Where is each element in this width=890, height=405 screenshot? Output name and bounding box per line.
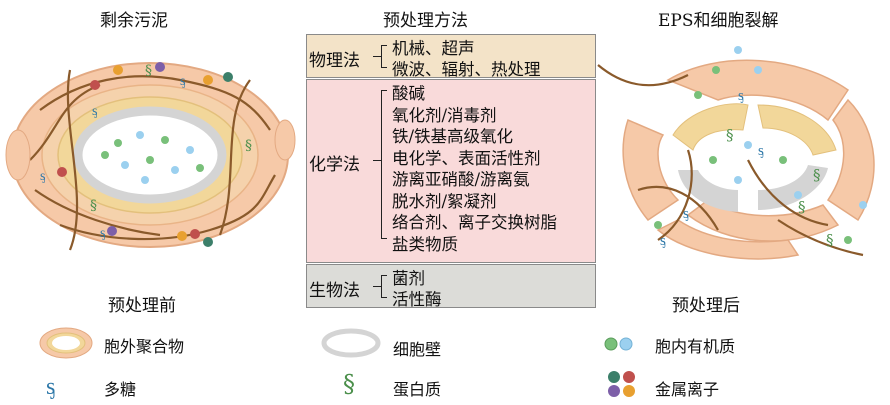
biological-bracket bbox=[381, 275, 382, 297]
metal-ions-icon bbox=[608, 371, 635, 397]
caption-before: 预处理前 bbox=[108, 296, 176, 316]
svg-text:ᶊ: ᶊ bbox=[660, 231, 666, 249]
chemical-item-6: 脱水剂/絮凝剂 bbox=[392, 191, 497, 211]
chemical-label: 化学法 bbox=[309, 155, 360, 175]
svg-text:ᶊ: ᶊ bbox=[758, 141, 764, 159]
svg-text:§: § bbox=[813, 166, 821, 184]
svg-text:ᶊ: ᶊ bbox=[100, 225, 105, 241]
chemical-item-4: 电化学、表面活性剂 bbox=[392, 148, 541, 168]
chemical-bracket-top bbox=[381, 90, 387, 91]
header-eps-lysis: EPS和细胞裂解 bbox=[658, 11, 779, 31]
physical-bracket bbox=[381, 45, 382, 67]
svg-text:§: § bbox=[343, 370, 355, 398]
legend-intracellular: 胞内有机质 bbox=[655, 337, 736, 356]
protein-icon: § bbox=[343, 370, 355, 398]
svg-text:§: § bbox=[245, 138, 252, 154]
biological-bracket-tick bbox=[373, 286, 381, 287]
svg-text:§: § bbox=[798, 198, 806, 216]
intracellular-dots bbox=[101, 131, 204, 184]
chemical-item-7: 络合剂、离子交换树脂 bbox=[392, 213, 557, 232]
biological-bracket-bottom bbox=[381, 297, 387, 298]
cell-wall-icon bbox=[321, 328, 381, 358]
chemical-item-5: 游离亚硝酸/游离氨 bbox=[392, 170, 530, 189]
legend-cell-wall: 细胞壁 bbox=[393, 340, 442, 359]
lysed-floc-illustration: ᶊ ᶊ ᶊ ᶊ § § § § bbox=[597, 46, 875, 260]
biological-item-1: 菌剂 bbox=[392, 269, 425, 288]
svg-text:ᶊ: ᶊ bbox=[180, 73, 185, 89]
chemical-item-8: 盐类物质 bbox=[392, 234, 458, 254]
biological-methods-box: 生物法 菌剂 活性酶 bbox=[306, 264, 596, 309]
header-sludge: 剩余污泥 bbox=[100, 11, 168, 31]
header-methods: 预处理方法 bbox=[383, 11, 468, 31]
physical-item-2: 微波、辐射、热处理 bbox=[392, 60, 541, 79]
chemical-bracket-bottom bbox=[381, 238, 387, 239]
biological-label: 生物法 bbox=[309, 281, 360, 301]
chemical-bracket-tick bbox=[373, 160, 381, 161]
svg-text:ᶊ: ᶊ bbox=[92, 103, 97, 119]
svg-text:ᶊ: ᶊ bbox=[683, 204, 689, 222]
svg-text:ᶊ: ᶊ bbox=[46, 372, 55, 400]
sludge-floc-illustration: ᶊ ᶊ ᶊ ᶊ § § § bbox=[5, 62, 296, 251]
chemical-bracket bbox=[381, 90, 382, 238]
svg-text:§: § bbox=[826, 231, 834, 249]
legend-polysaccharide: 多糖 bbox=[104, 380, 137, 399]
physical-bracket-tick bbox=[373, 56, 381, 57]
biological-item-2: 活性酶 bbox=[392, 290, 442, 309]
chemical-methods-box: 化学法 酸碱 氧化剂/消毒剂 铁/铁基高级氧化 电化学、表面活性剂 游离亚硝酸/… bbox=[306, 79, 596, 263]
physical-bracket-top bbox=[381, 45, 387, 46]
physical-label: 物理法 bbox=[309, 51, 360, 71]
legend-protein: 蛋白质 bbox=[393, 380, 442, 399]
legend-metal-ions: 金属离子 bbox=[655, 380, 720, 399]
legend-eps: 胞外聚合物 bbox=[104, 337, 185, 356]
chemical-item-3: 铁/铁基高级氧化 bbox=[392, 127, 514, 146]
biological-bracket-top bbox=[381, 275, 387, 276]
chemical-item-2: 氧化剂/消毒剂 bbox=[392, 105, 497, 125]
caption-after: 预处理后 bbox=[672, 296, 740, 316]
svg-text:ᶊ: ᶊ bbox=[738, 86, 744, 104]
svg-text:§: § bbox=[90, 198, 97, 214]
polysaccharide-icon: ᶊ bbox=[46, 372, 55, 400]
svg-text:ᶊ: ᶊ bbox=[40, 168, 45, 184]
physical-methods-box: 物理法 机械、超声 微波、辐射、热处理 bbox=[306, 34, 596, 79]
eps-icon bbox=[39, 327, 93, 359]
chemical-item-1: 酸碱 bbox=[392, 84, 425, 103]
physical-bracket-bottom bbox=[381, 67, 387, 68]
svg-text:§: § bbox=[726, 126, 734, 144]
intracellular-icon bbox=[604, 337, 633, 351]
svg-text:§: § bbox=[145, 63, 152, 79]
physical-item-1: 机械、超声 bbox=[392, 39, 475, 58]
